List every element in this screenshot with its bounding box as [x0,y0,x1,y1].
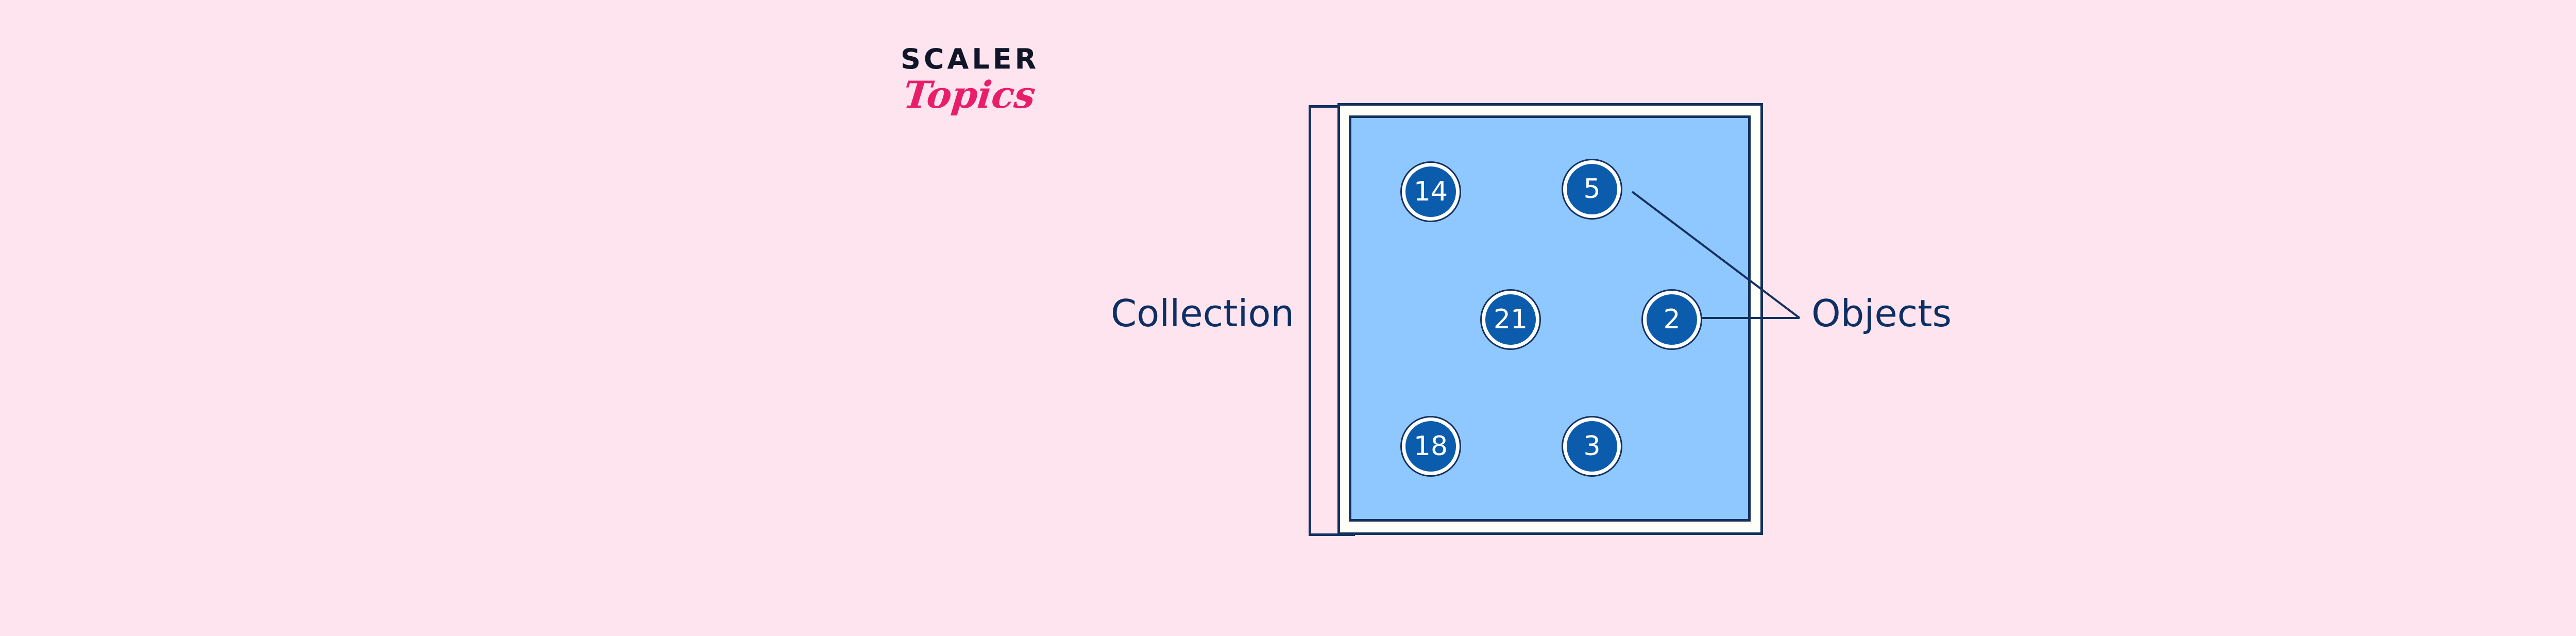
logo-wordmark-scaler: SCALER [901,43,1040,75]
object-node-value: 14 [1413,176,1448,207]
object-node[interactable]: 3 [1563,417,1621,475]
object-node-value: 3 [1583,431,1601,462]
object-node-value: 21 [1493,304,1528,335]
object-node-value: 5 [1583,174,1601,205]
object-node-value: 18 [1413,431,1448,462]
object-node[interactable]: 18 [1402,417,1460,475]
object-node[interactable]: 5 [1563,160,1621,218]
collection-label: Collection [1111,292,1295,335]
scaler-topics-logo: SCALER Topics [901,45,1055,128]
object-node[interactable]: 2 [1643,291,1701,348]
collection-bracket [1309,105,1355,536]
object-node[interactable]: 14 [1402,163,1460,221]
objects-label: Objects [1811,292,1952,335]
logo-wordmark-topics: Topics [901,73,1038,116]
object-node[interactable]: 21 [1482,291,1539,348]
object-node-value: 2 [1663,304,1681,335]
